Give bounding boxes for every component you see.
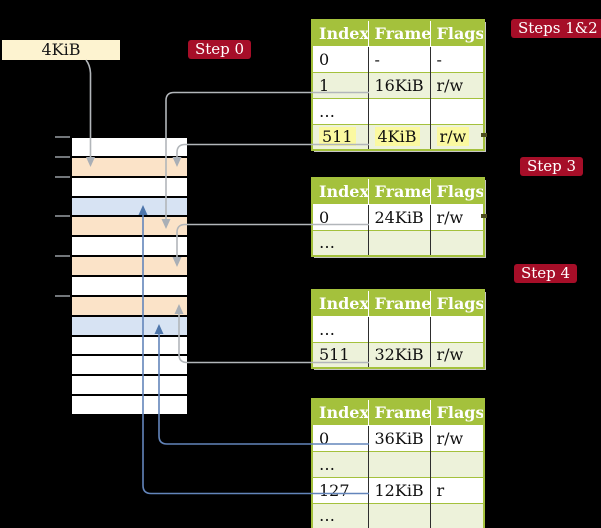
table-cell: 32KiB [367,341,430,368]
step-4-badge: Step 4 [514,264,578,283]
memory-column [70,136,189,416]
memory-frame-free [72,396,187,415]
table-cell [367,229,430,256]
table-cell: r/w [429,424,484,451]
table-cell: 0 [312,424,368,451]
highlighted-value: 511 [319,127,356,147]
highlighted-value: 4KiB [374,127,420,147]
table-cell: r [429,476,484,503]
table-cell: - [367,45,430,72]
table-cell: 16KiB [367,71,430,98]
table-row: … [312,315,484,342]
table-row: … [312,450,484,477]
memory-frame-free [72,138,187,158]
table-cell: … [312,97,368,124]
column-header-frame: Frame [367,289,431,317]
table-row: … [312,229,484,256]
table-row: 0-- [312,45,484,72]
table-cell: 0 [312,203,368,230]
memory-frame-page-table [72,157,187,178]
table-cell: … [312,450,368,477]
table-cell [429,450,484,477]
memory-frame-page-table [72,257,187,278]
memory-frame-free [72,177,187,198]
memory-frame-page-table [72,217,187,238]
steps-1-2-badge: Steps 1&2 [511,19,601,38]
table-cell [429,315,484,342]
memory-frame-free [72,376,187,397]
table-cell: … [312,315,368,342]
step-3-badge: Step 3 [520,157,584,176]
table-cell [367,97,430,124]
table-cell: … [312,229,368,256]
memory-frame-free [72,356,187,377]
column-header-frame: Frame [367,19,431,47]
table-row: 511 4KiB r/w [312,123,484,150]
column-header-index: Index [311,398,369,426]
table-cell: 511 [312,341,368,368]
table-cell: - [429,45,484,72]
table-cell: 24KiB [367,203,430,230]
table-cell: r/w [429,341,484,368]
column-header-index: Index [311,289,369,317]
memory-frame-free [72,237,187,258]
memory-frame-free [72,336,187,357]
column-header-frame: Frame [367,177,431,205]
table-cell: 127 [312,476,368,503]
table-cell [429,97,484,124]
table-cell: r/w [429,71,484,98]
table-cell [429,502,484,528]
highlighted-value: r/w [436,127,470,147]
memory-frame-page-table [72,296,187,317]
table-cell [367,315,430,342]
memory-frame-free [72,277,187,297]
column-header-flags: Flags [429,177,485,205]
table-cell: 1 [312,71,368,98]
memory-frame-mapped-page [72,316,187,337]
table-row: … [312,97,484,124]
table-cell: r/w [429,203,484,230]
column-header-frame: Frame [367,398,431,426]
column-header-flags: Flags [429,19,485,47]
table-row: … [312,502,484,528]
table-cell: 0 [312,45,368,72]
frame-size-label: 4KiB [2,40,120,60]
column-header-index: Index [311,177,369,205]
table-cell: 36KiB [367,424,430,451]
table-cell [367,450,430,477]
table-cell: … [312,502,368,528]
step-0-badge: Step 0 [188,40,252,59]
table-cell: 511 [312,123,368,150]
table-cell [429,229,484,256]
column-header-flags: Flags [429,398,485,426]
column-header-flags: Flags [429,289,485,317]
table-cell: 12KiB [367,476,430,503]
memory-frame-mapped-page [72,197,187,218]
table-cell [367,502,430,528]
memory-address-ticks [55,136,70,297]
table-cell: r/w [429,123,484,150]
table-cell: 4KiB [367,123,430,150]
column-header-index: Index [311,19,369,47]
